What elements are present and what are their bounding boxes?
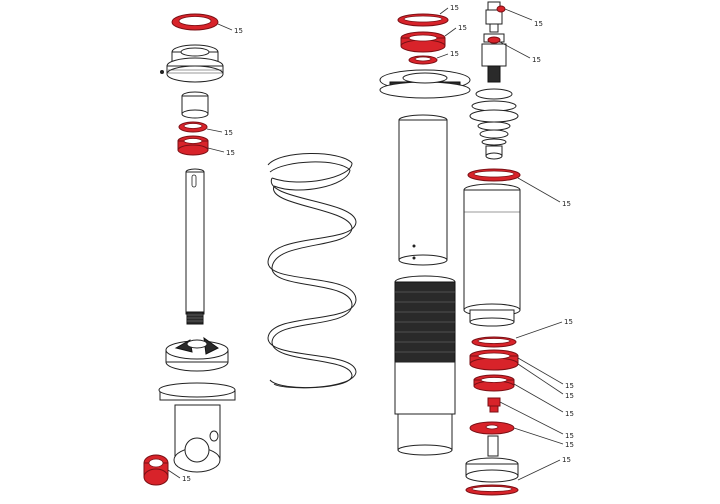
callout-label: 15 <box>450 50 459 58</box>
seal-stem-2 <box>487 36 501 44</box>
shim-stack <box>469 88 519 160</box>
callout-label: 15 <box>534 20 543 28</box>
callout-label: 15 <box>565 382 574 390</box>
seal-stem-1 <box>496 5 506 13</box>
seal-lower-4 <box>469 421 515 435</box>
callout-label: 15 <box>562 200 571 208</box>
coil-spring <box>267 153 357 389</box>
collar-nut <box>166 44 224 83</box>
callout-label: 15 <box>562 456 571 464</box>
spring-perch <box>165 336 229 372</box>
valve-body <box>481 33 507 83</box>
body-cap <box>379 69 471 99</box>
body-tube <box>398 114 448 266</box>
callout-label: 15 <box>564 318 573 326</box>
callout-label: 15 <box>234 27 243 35</box>
callout-label: 15 <box>565 392 574 400</box>
reservoir-body <box>463 183 521 327</box>
callout-label: 15 <box>226 149 235 157</box>
bottom-valve <box>465 435 519 483</box>
shaft-eyelet <box>158 382 236 473</box>
body-assembly: 15 15 15 <box>379 4 471 456</box>
callout-label: 15 <box>182 475 191 483</box>
threaded-sleeve <box>394 275 456 456</box>
callout-label: 15 <box>450 4 459 12</box>
seal-lower-3 <box>473 374 515 392</box>
eyelet-seal <box>143 454 169 486</box>
bushing <box>181 91 209 119</box>
valve-stem <box>485 1 503 33</box>
set-screw <box>160 70 164 74</box>
seal-lower-2 <box>469 349 519 371</box>
callout-label: 15 <box>224 129 233 137</box>
seal-cup-left-3 <box>177 135 209 156</box>
callout-label: 15 <box>532 56 541 64</box>
callout-label: 15 <box>565 410 574 418</box>
callout-label: 15 <box>565 432 574 440</box>
shaft-assembly: 15 15 15 <box>143 13 243 486</box>
damper-assembly: 15 15 15 <box>463 1 574 496</box>
callout-label: 15 <box>565 441 574 449</box>
seal-plug <box>487 397 501 413</box>
callout-label: 15 <box>458 24 467 32</box>
damper-shaft <box>185 168 205 325</box>
seal-body-2 <box>400 31 446 53</box>
